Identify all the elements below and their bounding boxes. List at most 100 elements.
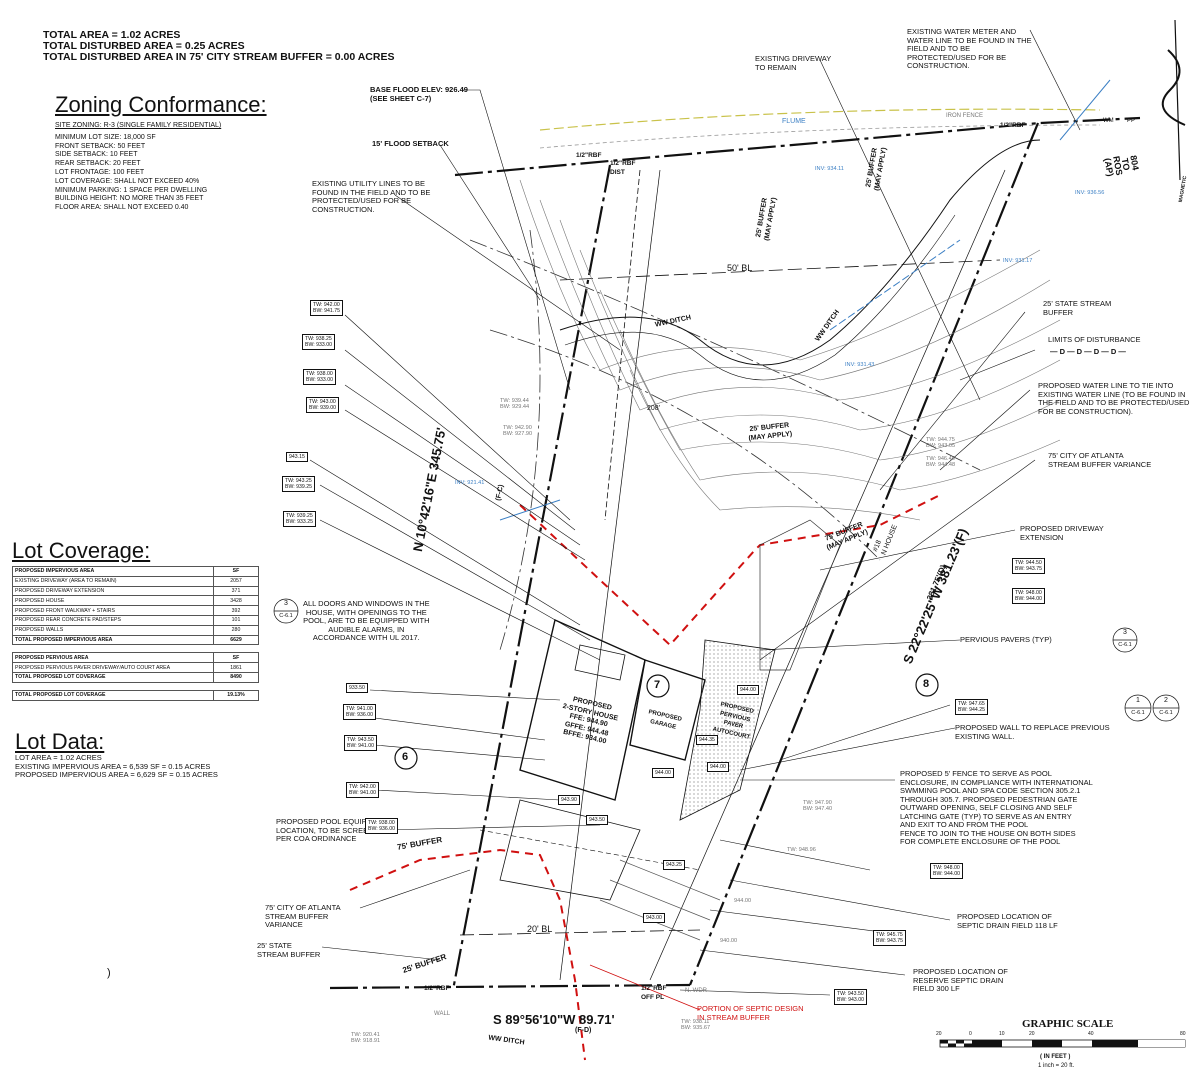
base-flood-note: BASE FLOOD ELEV: 926.49 (SEE SHEET C-7): [370, 85, 468, 103]
rbf-label-2: 1/2"RBF DIST: [610, 160, 636, 176]
spot-elev: TW: 939.44 BW: 929.44: [500, 398, 530, 411]
lot-data-title: Lot Data:: [15, 729, 105, 754]
coverage-label: PROPOSED WALLS: [12, 624, 214, 636]
lot-7-circle: [646, 674, 670, 698]
flood-setback-note: 15' FLOOD SETBACK: [372, 139, 449, 148]
detail-ref-circles: [273, 598, 1180, 722]
coverage-label: PROPOSED DRIVEWAY EXTENSION: [12, 585, 214, 597]
rbf-label-1: 1/2"RBF: [576, 152, 602, 159]
lot-data-block: Lot Data: LOT AREA = 1.02 ACRES EXISTING…: [15, 730, 218, 780]
spot-elev: 944.00: [734, 898, 752, 904]
coverage-value: 8490: [213, 671, 259, 683]
spot-elev: TW: 944.75 BW: 943.05: [926, 437, 956, 450]
wall-label: WALL: [434, 1011, 451, 1017]
garage-outline: [629, 659, 706, 761]
spot-inv: INV: 936.56: [1075, 190, 1105, 196]
water-pipe: [829, 239, 961, 331]
total-area: TOTAL AREA = 1.02 ACRES: [43, 29, 181, 41]
water-meter-label: WM: [1103, 118, 1114, 124]
city-buffer-variance-note: 75' CITY OF ATLANTA STREAM BUFFER VARIAN…: [1048, 451, 1152, 469]
zoning-rule: FRONT SETBACK: 50 FEET: [55, 142, 146, 150]
detail-ref-num: 1: [1136, 697, 1140, 704]
coverage-value: 3428: [213, 595, 259, 607]
coverage-value: 2057: [213, 575, 259, 587]
detail-ref-sheet: C-6.1: [1118, 642, 1132, 648]
coverage-label: PROPOSED PERVIOUS AREA: [12, 652, 214, 664]
elev-tag: 943.90: [558, 795, 580, 805]
septic-leader: [589, 964, 701, 1011]
spot-elev: TW: 946.48 BW: 944.48: [926, 456, 956, 469]
reserve-septic-note: PROPOSED LOCATION OF RESERVE SEPTIC DRAI…: [913, 967, 1008, 993]
side-setback-line: [559, 169, 661, 981]
zoning-rule: REAR SETBACK: 20 FEET: [55, 160, 141, 168]
utility-line: [604, 169, 641, 521]
elev-tag: 944.00: [737, 685, 759, 695]
coverage-row: EXISTING DRIVEWAY (AREA TO REMAIN)2057: [12, 575, 259, 587]
scale-tick: 0: [969, 1031, 972, 1037]
spot-inv: INV: 931.43: [845, 362, 875, 368]
elev-tag: TW: 938.00 BW: 933.00: [303, 369, 337, 385]
elev-tag: TW: 942.00 BW: 941.00: [346, 782, 380, 798]
buffer-arc-1: [469, 239, 981, 471]
front-setback-line: [559, 259, 1001, 281]
buffer-arc-3: [499, 229, 541, 651]
zoning-rule: FLOOR AREA: SHALL NOT EXCEED 0.40: [55, 204, 189, 212]
ditch-line-2: [564, 214, 956, 381]
coverage-value: 6629: [213, 634, 259, 646]
city-buffer-left-note: 75' CITY OF ATLANTA STREAM BUFFER VARIAN…: [265, 903, 341, 929]
septic-portion-note: PORTION OF SEPTIC DESIGN IN STREAM BUFFE…: [697, 1004, 804, 1022]
site-zoning: SITE ZONING: R-3 (SINGLE FAMILY RESIDENT…: [55, 122, 222, 129]
buffer-arc-2: [489, 329, 881, 561]
elev-tag: TW: 939.25 BW: 933.25: [283, 511, 317, 527]
zoning-block: Zoning Conformance: SITE ZONING: R-3 (SI…: [55, 92, 267, 213]
elev-tag: TW: 943.25 BW: 939.25: [282, 476, 316, 492]
rbf-label-3: 1/2"RBF: [1000, 122, 1026, 129]
coverage-row: PROPOSED PERVIOUS PAVER DRIVEWAY/AUTO CO…: [12, 662, 259, 673]
lot-8-number: 8: [923, 678, 930, 690]
elev-tag: TW: 942.00 BW: 941.75: [310, 300, 344, 316]
pervious-note: PERVIOUS PAVERS (TYP): [960, 635, 1052, 644]
coverage-label: PROPOSED REAR CONCRETE PAD/STEPS: [12, 614, 214, 626]
elev-tag: TW: 948.00 BW: 944.00: [930, 863, 964, 879]
leader-lines: [309, 29, 1081, 996]
spot-inv: INV: 921.41: [455, 480, 485, 486]
utility-note: EXISTING UTILITY LINES TO BE FOUND IN TH…: [312, 179, 431, 214]
coverage-label: PROPOSED FRONT WALKWAY + STAIRS: [12, 605, 214, 616]
lot-6-number: 6: [402, 751, 409, 763]
elev-tag: 943.00: [643, 913, 665, 923]
detail-ref-num: 3: [1123, 629, 1127, 636]
elev-tag: TW: 938.00 BW: 936.00: [365, 818, 399, 834]
total-buffer: TOTAL DISTURBED AREA IN 75' CITY STREAM …: [43, 51, 395, 63]
flume-label: FLUME: [782, 118, 806, 125]
coverage-value: 392: [213, 605, 259, 616]
total-disturbed: TOTAL DISTURBED AREA = 0.25 ACRES: [43, 40, 245, 52]
setback-20-label: 20' BL: [527, 924, 553, 934]
scale-tick: 40: [1088, 1031, 1094, 1037]
graphic-scale-bar: [939, 1039, 1186, 1048]
elev-tag: TW: 938.25 BW: 933.00: [302, 334, 336, 350]
contour-lines: [519, 179, 1061, 521]
scale-ratio: 1 inch = 20 ft.: [1038, 1063, 1075, 1069]
gas-line: [539, 108, 1101, 131]
fence-note: PROPOSED 5' FENCE TO SERVE AS POOL ENCLO…: [900, 769, 1093, 846]
spot-elev: TW: 947.90 BW: 947.40: [803, 800, 833, 813]
pool-area: [499, 799, 641, 901]
elev-tag: 943.25: [663, 860, 685, 870]
spot-inv: INV: 931.17: [1003, 258, 1033, 264]
elev-tag: 943.15: [286, 452, 308, 462]
totals-block: TOTAL AREA = 1.02 ACRES TOTAL DISTURBED …: [43, 30, 394, 63]
limits-note: LIMITS OF DISTURBANCE: [1048, 335, 1141, 344]
limits-line-legend: — D — D — D — D —: [1050, 347, 1126, 356]
power-pole-label: PP: [1127, 118, 1136, 124]
coverage-value: 1861: [213, 662, 259, 673]
coverage-label: EXISTING DRIVEWAY (AREA TO REMAIN): [12, 575, 214, 587]
zoning-title: Zoning Conformance:: [55, 92, 267, 117]
